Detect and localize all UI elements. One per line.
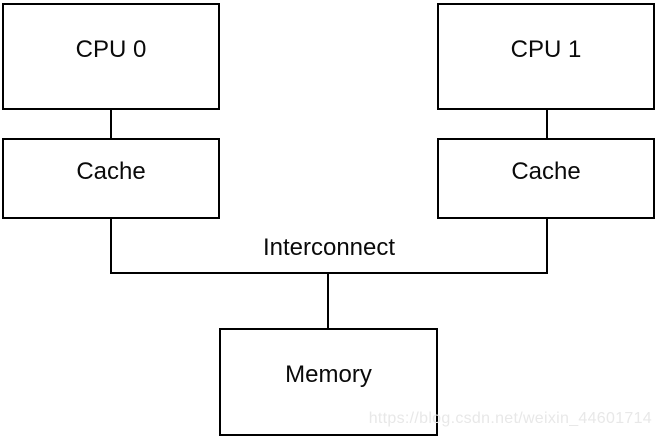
node-cpu0: CPU 0 bbox=[2, 3, 220, 110]
node-cache1: Cache bbox=[437, 138, 655, 219]
node-cpu1-label: CPU 1 bbox=[510, 35, 582, 63]
edge-cpu0-cache0 bbox=[110, 110, 112, 138]
node-cache1-label: Cache bbox=[511, 157, 581, 185]
interconnect-bus-line bbox=[110, 272, 548, 274]
watermark-url: https://blog.csdn.net/weixin_44601714 bbox=[368, 410, 652, 427]
edge-interconnect-memory bbox=[327, 274, 329, 328]
edge-cache0-interconnect bbox=[110, 219, 112, 273]
node-memory: Memory bbox=[219, 328, 438, 436]
node-memory-label: Memory bbox=[285, 361, 372, 388]
node-cache0-label: Cache bbox=[76, 157, 146, 185]
interconnect-label: Interconnect bbox=[262, 234, 396, 261]
edge-cache1-interconnect bbox=[546, 219, 548, 273]
node-cpu1: CPU 1 bbox=[437, 3, 655, 110]
node-cpu0-label: CPU 0 bbox=[75, 35, 147, 63]
node-cache0: Cache bbox=[2, 138, 220, 219]
edge-cpu1-cache1 bbox=[546, 110, 548, 138]
